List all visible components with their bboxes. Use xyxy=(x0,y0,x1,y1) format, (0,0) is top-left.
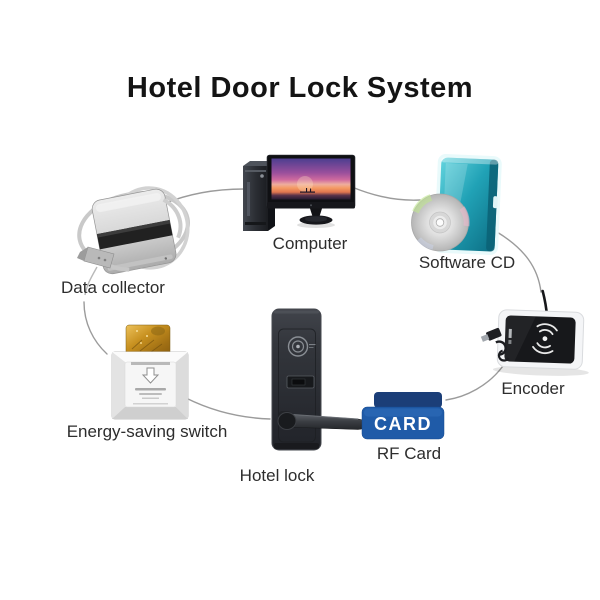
label-computer: Computer xyxy=(272,234,348,253)
rf-card-back xyxy=(374,392,442,408)
label-energy-saving-switch: Energy-saving switch xyxy=(66,422,228,441)
energy-saving-switch-illustration xyxy=(111,324,189,420)
label-software-cd: Software CD xyxy=(418,253,516,272)
monitor-icon xyxy=(266,154,356,228)
connector-cd-encoder xyxy=(496,231,542,293)
computer-illustration xyxy=(243,154,356,231)
switch-frame xyxy=(111,351,189,420)
label-rf-card: RF Card xyxy=(376,444,442,463)
key-card-icon xyxy=(125,324,171,357)
encoder-illustration xyxy=(480,289,589,376)
collector-plug-icon xyxy=(77,246,115,296)
rf-card-illustration: CARD xyxy=(361,392,445,440)
encoder-face xyxy=(504,315,576,364)
label-encoder: Encoder xyxy=(501,379,565,398)
connector-encoder-card xyxy=(445,365,504,401)
rf-card-text: CARD xyxy=(374,414,432,434)
usb-plug-icon xyxy=(480,327,502,342)
wireless-signal-icon xyxy=(532,323,558,354)
collector-band xyxy=(96,220,173,250)
connector-collector-switch xyxy=(83,301,108,355)
connector-computer-cd xyxy=(351,186,421,201)
page-title: Hotel Door Lock System xyxy=(126,72,474,104)
software-cd-illustration xyxy=(411,153,502,256)
label-data-collector: Data collector xyxy=(61,278,165,297)
insert-card-arrow-icon xyxy=(141,367,160,384)
lock-card-slot xyxy=(286,375,315,389)
hotel-lock-illustration xyxy=(271,308,367,451)
lock-handle-icon xyxy=(277,411,367,430)
data-collector-illustration xyxy=(77,186,191,296)
label-hotel-lock: Hotel lock xyxy=(239,466,315,485)
rfid-reader-icon xyxy=(287,336,316,357)
connector-switch-lock xyxy=(185,397,271,420)
cd-disc-icon xyxy=(411,193,470,252)
